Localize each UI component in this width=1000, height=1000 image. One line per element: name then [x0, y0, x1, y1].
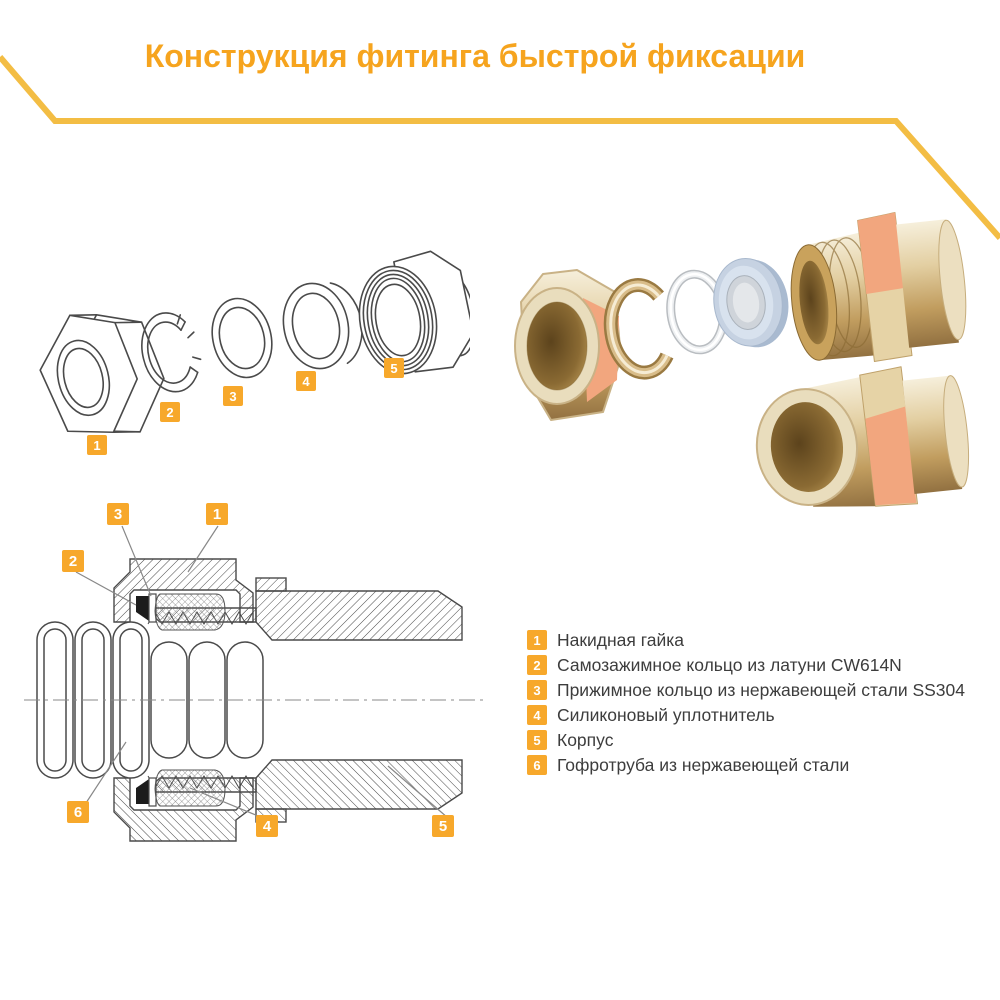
exploded-marker-5: 5 [384, 358, 404, 378]
split-ring-line-drawing [141, 312, 202, 393]
legend-label-2: Самозажимное кольцо из латуни CW614N [557, 654, 902, 675]
cross-section-marker-4: 4 [256, 815, 278, 837]
parts-legend: 1 Накидная гайка 2 Самозажимное кольцо и… [527, 630, 965, 775]
body-line-drawing [358, 250, 470, 375]
legend-label-6: Гофротруба из нержавеющей стали [557, 754, 850, 775]
seal-line-drawing [282, 282, 363, 370]
legend-item-3: 3 Прижимное кольцо из нержавеющей стали … [527, 680, 965, 700]
legend-badge-2: 2 [527, 655, 547, 675]
exploded-line-drawing [39, 250, 470, 434]
page-title: Конструкция фитинга быстрой фиксации [144, 38, 806, 74]
legend-item-1: 1 Накидная гайка [527, 630, 965, 650]
cross-section-marker-6: 6 [67, 801, 89, 823]
body-section [255, 590, 463, 641]
legend-label-3: Прижимное кольцо из нержавеющей стали SS… [557, 679, 965, 700]
body-flange-section [255, 577, 287, 592]
exploded-marker-2: 2 [160, 402, 180, 422]
cross-section-marker-2: 2 [62, 550, 84, 572]
legend-item-6: 6 Гофротруба из нержавеющей стали [527, 755, 965, 775]
split-ring-render [603, 278, 674, 380]
legend-item-5: 5 Корпус [527, 730, 965, 750]
cross-section-marker-5: 5 [432, 815, 454, 837]
legend-badge-4: 4 [527, 705, 547, 725]
exploded-3d-render [514, 212, 970, 507]
legend-badge-1: 1 [527, 630, 547, 650]
legend-badge-6: 6 [527, 755, 547, 775]
exploded-marker-4: 4 [296, 371, 316, 391]
nut-line-drawing [39, 314, 165, 434]
cross-section-marker-3: 3 [107, 503, 129, 525]
cross-section-marker-1: 1 [206, 503, 228, 525]
legend-item-4: 4 Силиконовый уплотнитель [527, 705, 965, 725]
seal-section [154, 593, 226, 631]
legend-badge-3: 3 [527, 680, 547, 700]
legend-item-2: 2 Самозажимное кольцо из латуни CW614N [527, 655, 965, 675]
legend-label-4: Силиконовый уплотнитель [557, 704, 775, 725]
seal-render [713, 257, 789, 348]
legend-label-1: Накидная гайка [557, 629, 685, 650]
press-ring-line-drawing [211, 297, 273, 379]
exploded-marker-1: 1 [87, 435, 107, 455]
assembled-render [755, 366, 970, 507]
corrugated-pipe [36, 621, 264, 779]
exploded-marker-3: 3 [223, 386, 243, 406]
cross-section-drawing [24, 525, 486, 842]
legend-badge-5: 5 [527, 730, 547, 750]
split-ring-section [136, 596, 149, 621]
body-render [790, 212, 967, 362]
nut-render [514, 269, 622, 421]
leader-lines [75, 525, 449, 821]
legend-label-5: Корпус [557, 729, 614, 750]
